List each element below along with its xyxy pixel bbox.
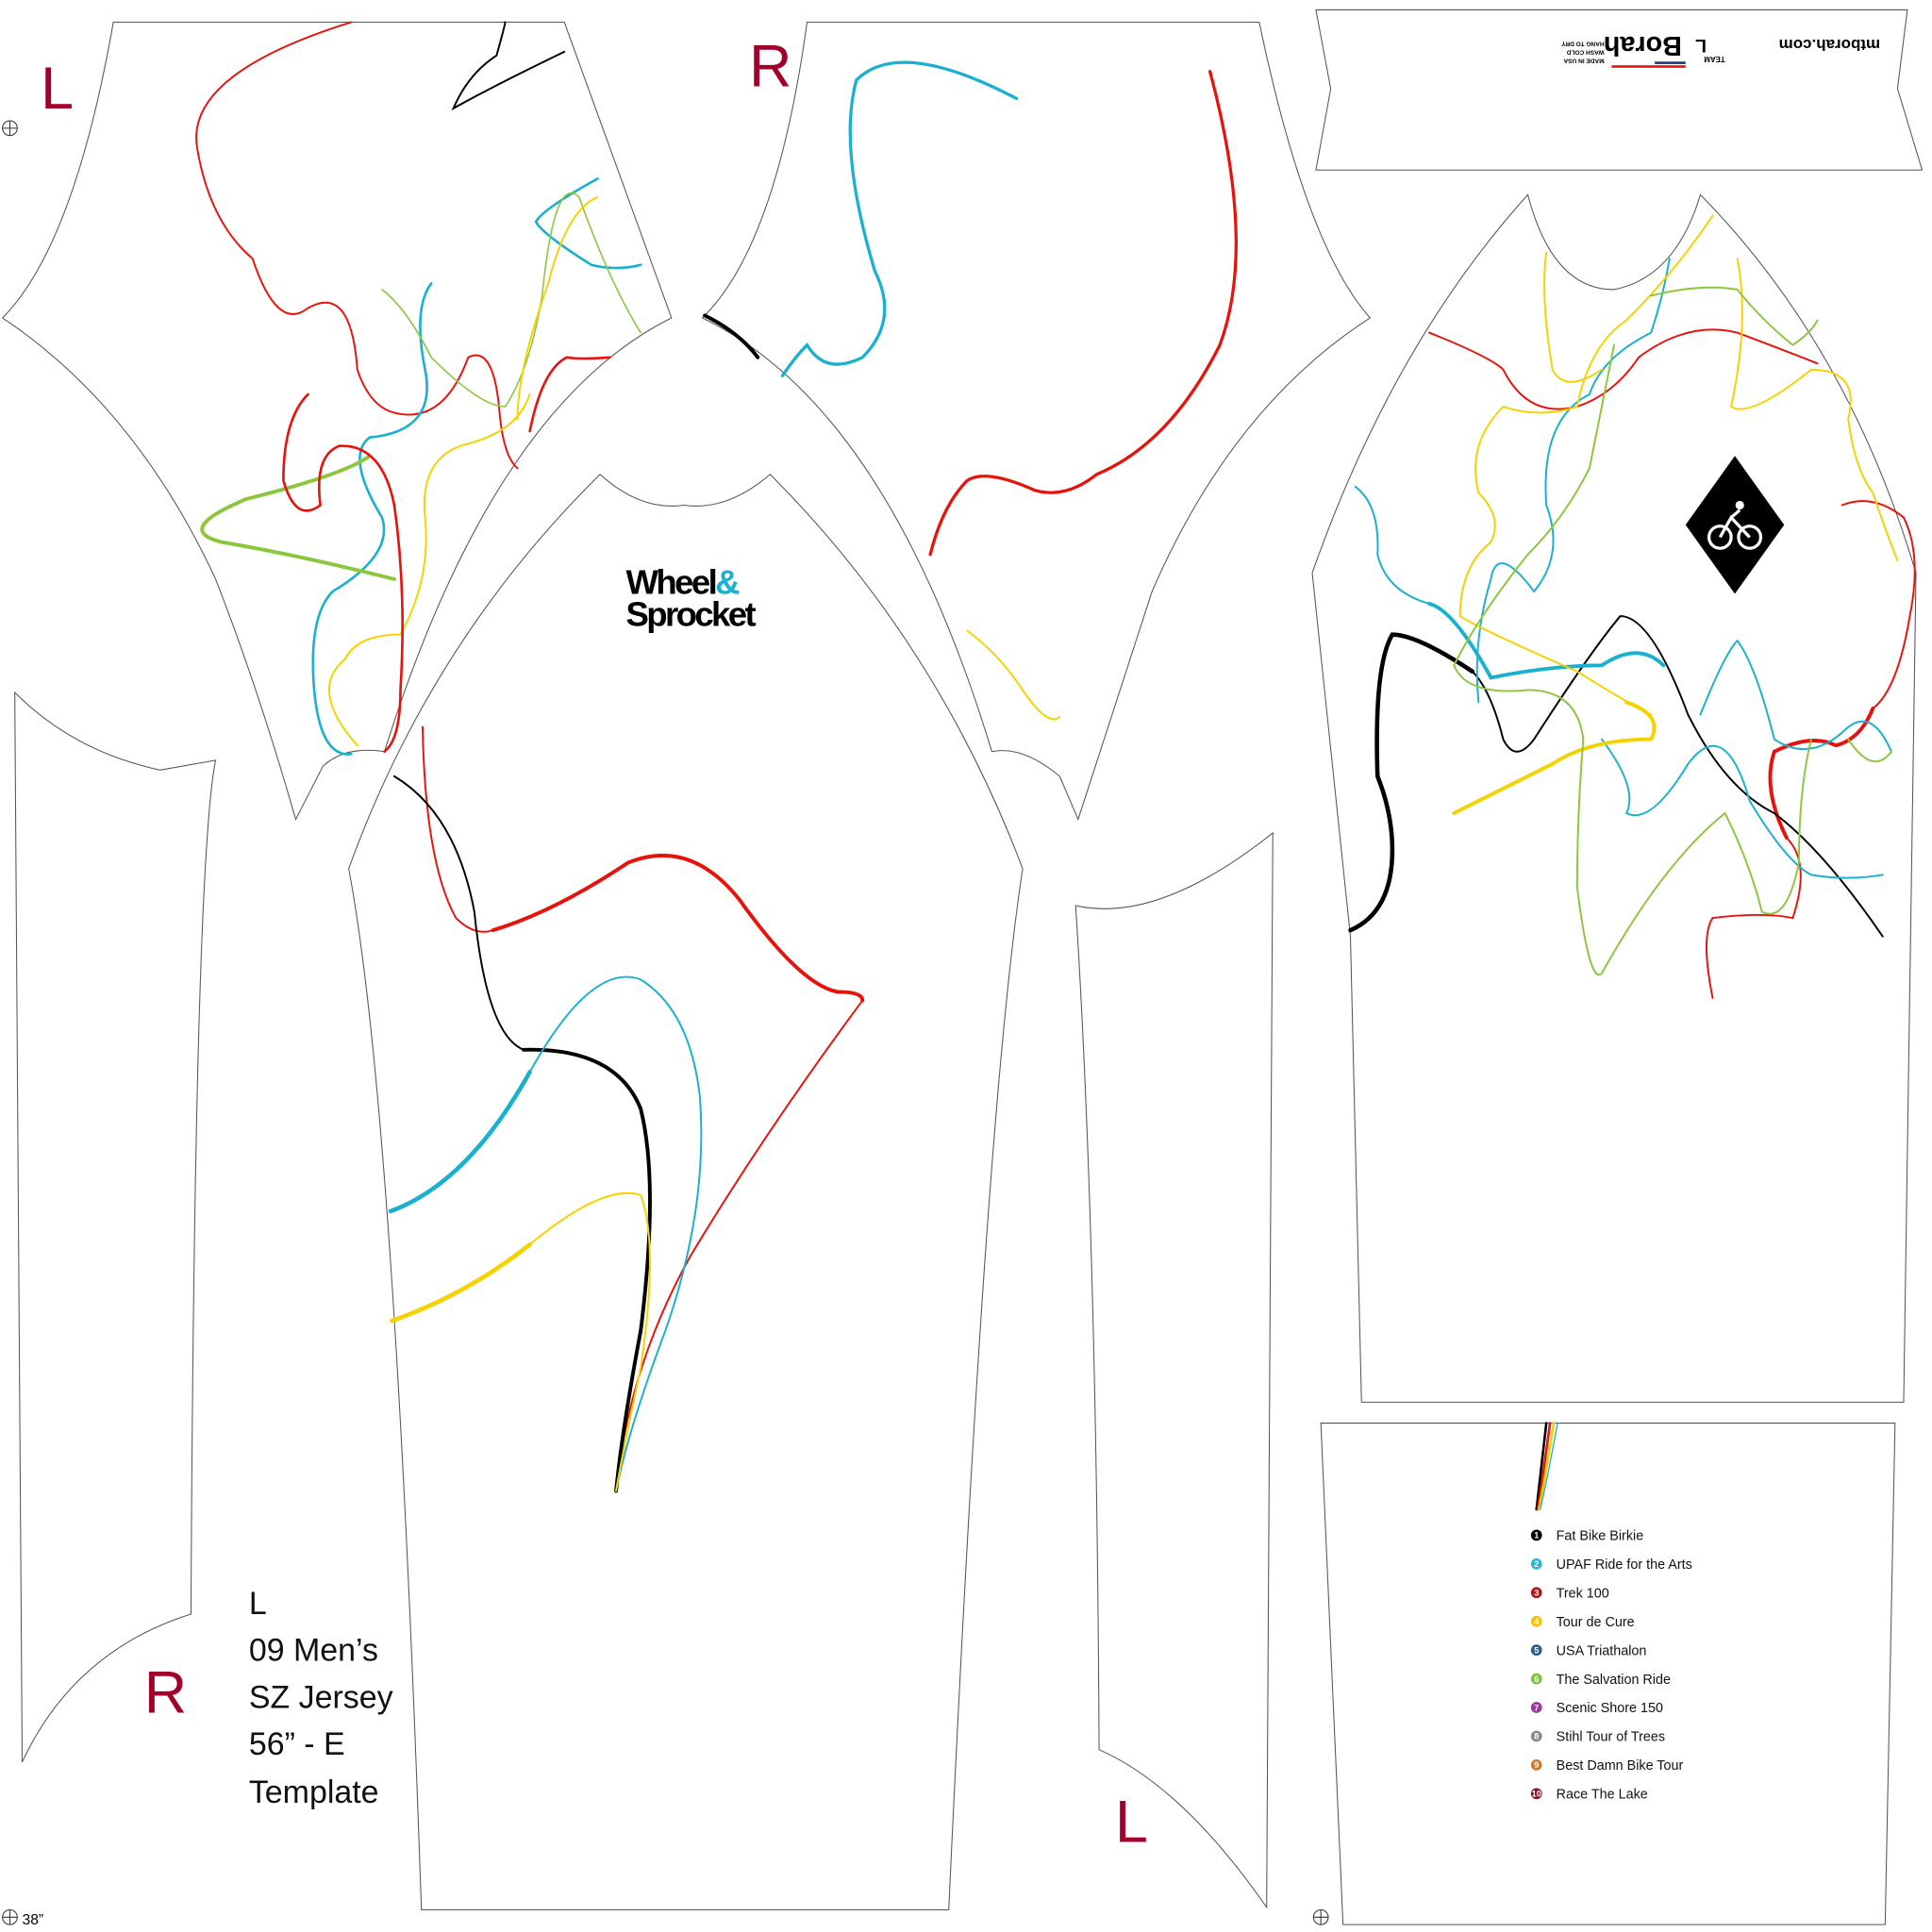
legend-label: Scenic Shore 150 <box>1557 1701 1663 1716</box>
legend-item: 3 Trek 100 <box>1530 1587 1609 1602</box>
svg-text:09 Men’s: 09 Men’s <box>249 1633 378 1669</box>
legend-number-badge <box>1530 1730 1542 1742</box>
legend-number: 1 <box>1534 1531 1539 1541</box>
pocket-panel <box>1320 1423 1896 1925</box>
legend-item: 7 Scenic Shore 150 <box>1530 1701 1663 1716</box>
panel-label: R <box>144 1660 187 1726</box>
front-panel <box>348 474 1024 1911</box>
panel-label: L <box>41 56 74 122</box>
legend-number: 5 <box>1534 1645 1539 1655</box>
svg-text:WASH COLD: WASH COLD <box>1566 49 1604 56</box>
legend-number-badge <box>1530 1529 1542 1541</box>
route-legend: 1 Fat Bike Birkie 2 UPAF Ride for the Arts 3… <box>1530 1529 1692 1803</box>
legend-number-badge <box>1530 1788 1542 1800</box>
legend-label: Race The Lake <box>1557 1788 1648 1803</box>
back-panel <box>1311 193 1917 1403</box>
panel-label: R <box>749 33 791 99</box>
wheel-and-sprocket-logo: Wheel& Sprocket <box>626 563 759 634</box>
legend-number-badge <box>1530 1702 1542 1713</box>
legend-number-badge <box>1530 1615 1542 1627</box>
legend-number: 7 <box>1534 1703 1539 1712</box>
svg-text:SZ Jersey: SZ Jersey <box>249 1679 393 1715</box>
legend-label: The Salvation Ride <box>1557 1673 1671 1688</box>
borah-url-logo: mtborah.com <box>1779 36 1880 54</box>
front-routes <box>388 725 865 1493</box>
legend-label: Tour de Cure <box>1557 1615 1635 1630</box>
cyclist-diamond-logo <box>1685 456 1785 594</box>
svg-text:TEAM: TEAM <box>1704 55 1724 63</box>
svg-text:Sprocket: Sprocket <box>626 595 757 634</box>
legend-number-badge <box>1530 1587 1542 1599</box>
right-sleeve-routes <box>703 60 1238 721</box>
legend-number-badge <box>1530 1644 1542 1657</box>
legend-item: 8 Stihl Tour of Trees <box>1530 1730 1665 1745</box>
legend-label: Fat Bike Birkie <box>1557 1529 1644 1544</box>
collar-panel <box>1315 8 1924 171</box>
legend-number: 10 <box>1532 1790 1541 1799</box>
svg-text:L: L <box>1695 35 1707 56</box>
legend-item: 6 The Salvation Ride <box>1530 1673 1671 1688</box>
left-side-panel <box>14 691 217 1762</box>
legend-item: 1 Fat Bike Birkie <box>1530 1529 1644 1544</box>
legend-number-badge <box>1530 1673 1542 1685</box>
panel-label: L <box>1115 1790 1148 1856</box>
svg-text:Template: Template <box>249 1774 379 1810</box>
legend-number: 2 <box>1534 1559 1539 1569</box>
legend-item: 4 Tour de Cure <box>1530 1615 1635 1630</box>
svg-text:L: L <box>249 1586 267 1622</box>
right-sleeve-panel <box>701 21 1372 822</box>
left-sleeve-routes <box>195 21 642 756</box>
legend-label: Best Damn Bike Tour <box>1557 1758 1684 1774</box>
svg-text:Borah: Borah <box>1604 30 1682 60</box>
left-sleeve-panel <box>1 21 673 821</box>
legend-label: Trek 100 <box>1557 1587 1609 1602</box>
legend-label: USA Triathalon <box>1557 1643 1647 1658</box>
legend-number: 9 <box>1534 1760 1539 1770</box>
scale-mark: 38” <box>23 1912 44 1928</box>
borah-label-logo: Borah TEAM L MADE IN USA WASH COLD HANG … <box>1561 30 1725 68</box>
legend-number: 6 <box>1534 1674 1539 1684</box>
legend-item: 2 UPAF Ride for the Arts <box>1530 1557 1692 1573</box>
legend-number: 8 <box>1534 1732 1539 1741</box>
svg-text:HANG TO DRY: HANG TO DRY <box>1561 40 1605 46</box>
svg-text:MADE IN USA: MADE IN USA <box>1563 58 1604 64</box>
legend-label: UPAF Ride for the Arts <box>1557 1557 1692 1573</box>
legend-item: 10 Race The Lake <box>1530 1788 1648 1803</box>
legend-number-badge <box>1530 1759 1542 1771</box>
registration-mark-icon <box>2 120 1329 1925</box>
svg-text:56” - E: 56” - E <box>249 1726 345 1762</box>
legend-number-badge <box>1530 1557 1542 1570</box>
template-info: L 09 Men’s SZ Jersey 56” - E Template <box>249 1586 393 1810</box>
legend-label: Stihl Tour of Trees <box>1557 1730 1665 1745</box>
pocket-stripes <box>1535 1422 1558 1511</box>
back-routes <box>1348 214 1916 999</box>
legend-item: 5 USA Triathalon <box>1530 1643 1647 1658</box>
legend-item: 9 Best Damn Bike Tour <box>1530 1758 1684 1774</box>
legend-number: 4 <box>1534 1617 1540 1626</box>
right-side-panel <box>1074 831 1274 1909</box>
legend-number: 3 <box>1534 1589 1539 1598</box>
